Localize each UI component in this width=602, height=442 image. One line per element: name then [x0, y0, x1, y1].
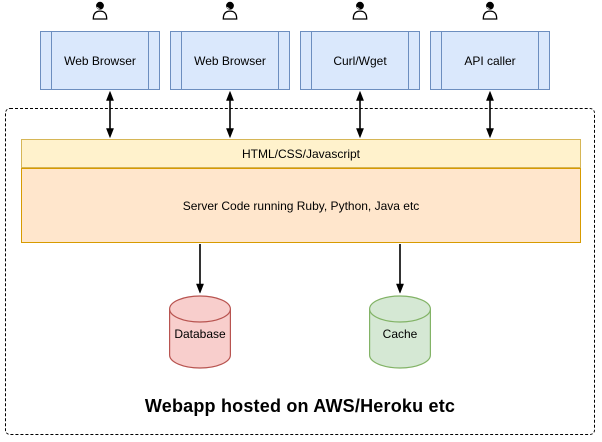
process-bar: [538, 32, 539, 89]
node-curl-wget: Curl/Wget: [300, 31, 420, 90]
process-bar: [311, 32, 312, 89]
node-label: Server Code running Ruby, Python, Java e…: [182, 198, 420, 213]
node-label: Database: [174, 327, 226, 341]
node-label: API caller: [464, 53, 516, 68]
node-web-browser-2: Web Browser: [170, 31, 290, 90]
process-bar: [441, 32, 442, 89]
process-bar: [181, 32, 182, 89]
node-database-cylinder: Database: [169, 295, 231, 369]
process-bar: [148, 32, 149, 89]
node-label: Curl/Wget: [333, 53, 387, 68]
node-cache-cylinder: Cache: [369, 295, 431, 369]
user-icon: [482, 1, 498, 20]
process-bar: [408, 32, 409, 89]
cylinder-shape: [369, 295, 431, 369]
node-api-caller: API caller: [430, 31, 550, 90]
node-backend-layer: Server Code running Ruby, Python, Java e…: [21, 168, 581, 243]
user-icon: [222, 1, 238, 20]
node-web-browser-1: Web Browser: [40, 31, 160, 90]
node-frontend-layer: HTML/CSS/Javascript: [21, 139, 581, 168]
process-bar: [278, 32, 279, 89]
diagram-caption: Webapp hosted on AWS/Heroku etc: [144, 396, 456, 416]
cylinder-shape: [169, 295, 231, 369]
process-bar: [51, 32, 52, 89]
node-label: HTML/CSS/Javascript: [241, 146, 361, 161]
node-label: Web Browser: [64, 53, 136, 68]
user-icon: [92, 1, 108, 20]
node-label: Cache: [382, 327, 418, 341]
node-label: Web Browser: [194, 53, 266, 68]
user-icon: [352, 1, 368, 20]
